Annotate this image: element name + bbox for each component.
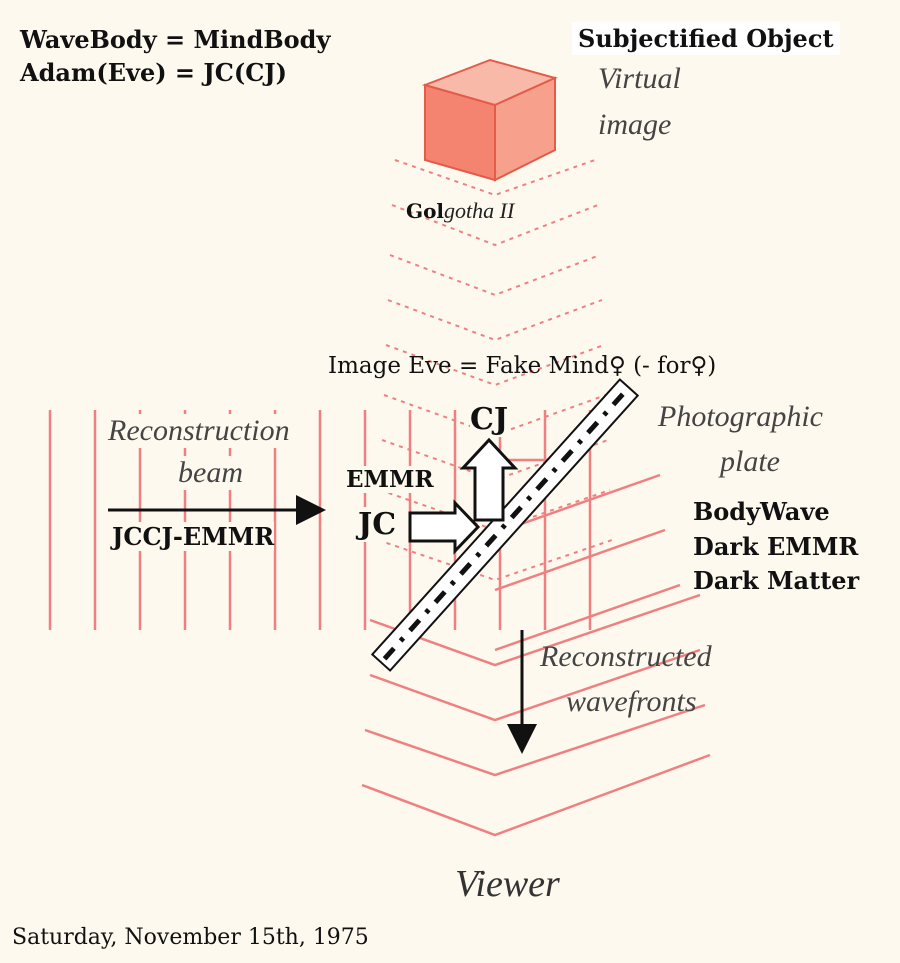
- cj-label: CJ: [470, 402, 509, 437]
- subjectified-object-label: Subjectified Object: [572, 22, 840, 55]
- jc-label: JC: [358, 507, 397, 542]
- jc-hollow-arrow: [408, 499, 481, 555]
- golgotha-italic-part: gotha II: [444, 198, 515, 223]
- dark-emmr-label: Dark EMMR: [693, 532, 859, 561]
- reconstruction-beam-label-1: Reconstruction: [108, 414, 290, 448]
- virtual-image-cube: [421, 58, 558, 182]
- viewer-label: Viewer: [455, 863, 560, 905]
- date-label: Saturday, November 15th, 1975: [12, 925, 369, 950]
- bodywave-label: BodyWave: [693, 497, 830, 526]
- golgotha-bold-part: Gol: [406, 199, 445, 223]
- photographic-plate-label-1: Photographic: [658, 400, 823, 433]
- reconstructed-wavefronts-label-1: Reconstructed: [540, 640, 712, 673]
- virtual-image-label-2: image: [598, 108, 672, 141]
- reconstruction-beam-label-2: beam: [178, 456, 243, 490]
- cj-hollow-arrow: [459, 437, 519, 522]
- golgotha-label: Golgotha II: [406, 198, 514, 224]
- image-eve-label: Image Eve = Fake Mind♀ (- for♀): [328, 353, 717, 379]
- emmr-label: EMMR: [346, 466, 434, 493]
- header-line-2: Adam(Eve) = JC(CJ): [20, 58, 288, 87]
- dark-matter-label: Dark Matter: [693, 566, 860, 595]
- reconstructed-wavefronts-label-2: wavefronts: [566, 685, 697, 718]
- header-line-1: WaveBody = MindBody: [20, 25, 331, 54]
- jccj-emmr-label: JCCJ-EMMR: [112, 522, 275, 551]
- photographic-plate-label-2: plate: [720, 445, 780, 478]
- virtual-image-label-1: Virtual: [598, 62, 681, 95]
